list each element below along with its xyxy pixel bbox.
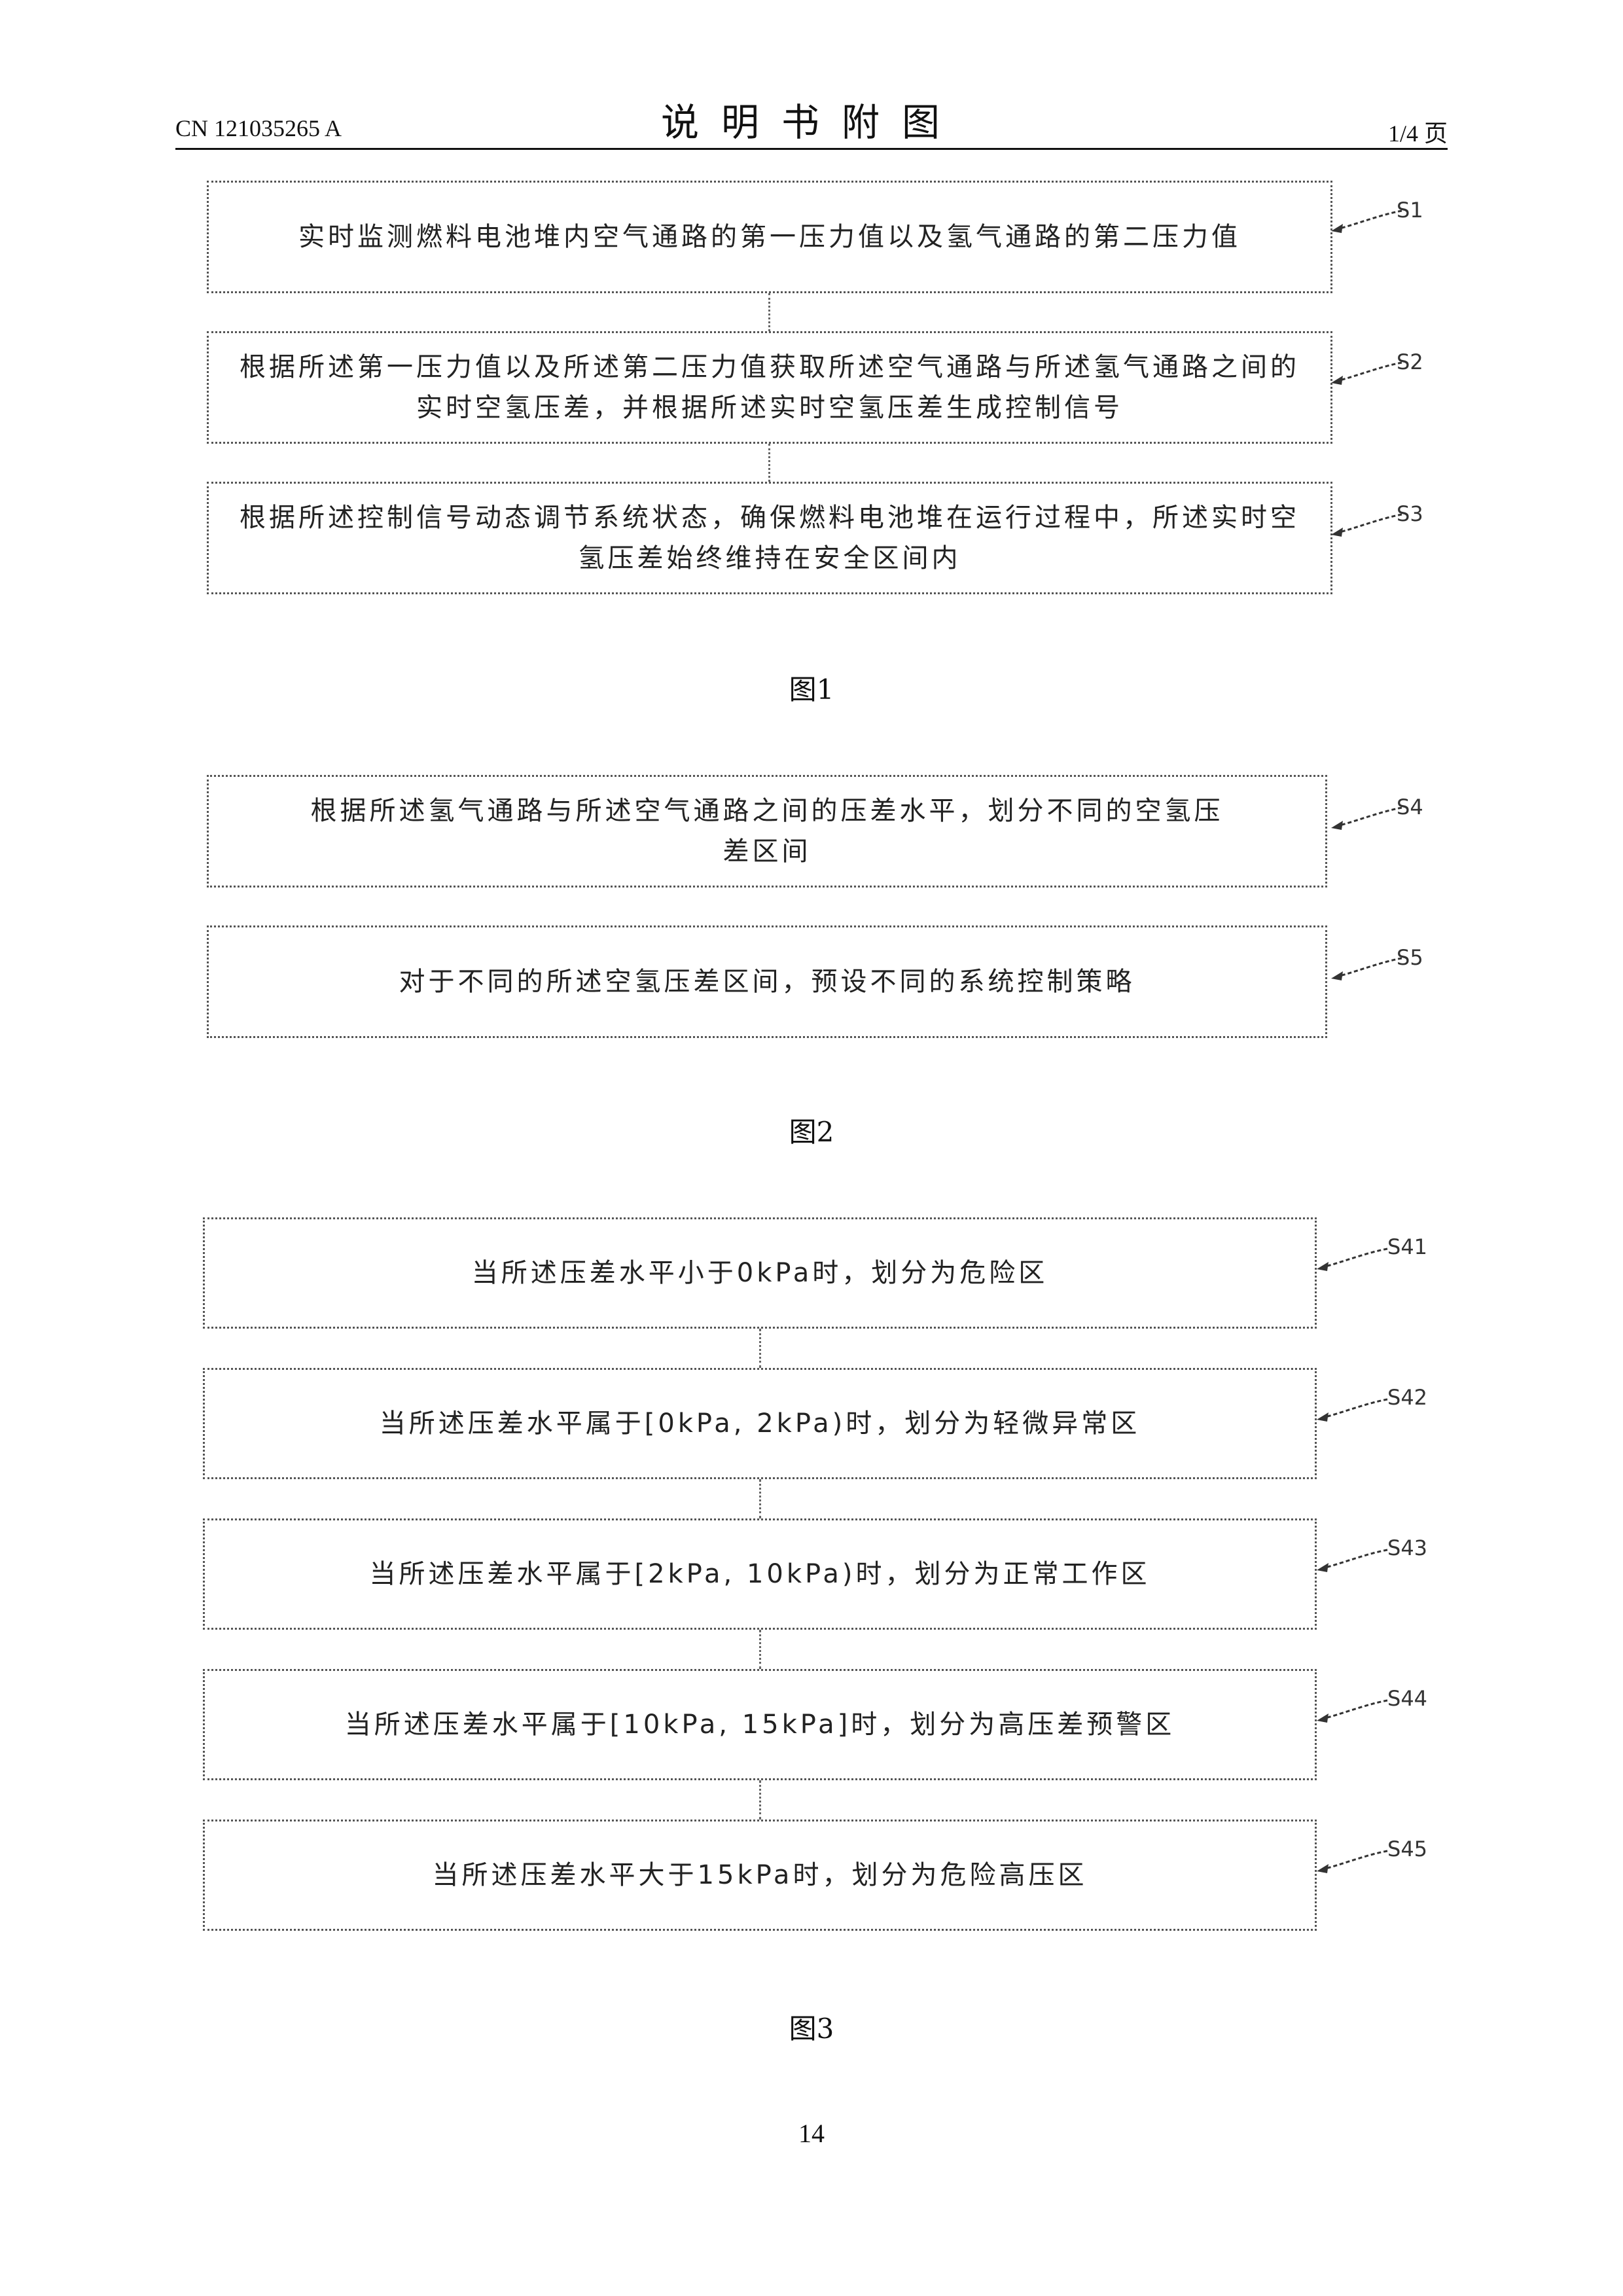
step-box-s41: 当所述压差水平小于0kPa时，划分为危险区 <box>203 1217 1317 1329</box>
step-text-s1: 实时监测燃料电池堆内空气通路的第一压力值以及氢气通路的第二压力值 <box>298 217 1241 257</box>
step-box-s4: 根据所述氢气通路与所述空气通路之间的压差水平，划分不同的空氢压差区间 <box>207 775 1327 888</box>
arrow-s2 <box>1329 360 1414 386</box>
step-text-s2: 根据所述第一压力值以及所述第二压力值获取所述空气通路与所述氢气通路之间的实时空氢… <box>227 347 1312 428</box>
connector-s42-s43 <box>759 1479 761 1518</box>
arrow-s4 <box>1329 805 1414 831</box>
arrow-s1 <box>1329 208 1414 234</box>
arrow-s45 <box>1314 1848 1399 1874</box>
step-box-s45: 当所述压差水平大于15kPa时，划分为危险高压区 <box>203 1820 1317 1931</box>
step-box-s44: 当所述压差水平属于[10kPa, 15kPa]时，划分为高压差预警区 <box>203 1669 1317 1780</box>
step-box-s42: 当所述压差水平属于[0kPa, 2kPa)时，划分为轻微异常区 <box>203 1368 1317 1479</box>
step-text-s44: 当所述压差水平属于[10kPa, 15kPa]时，划分为高压差预警区 <box>345 1704 1175 1745</box>
figure-2-caption: 图2 <box>0 1110 1623 1150</box>
arrow-s42 <box>1314 1397 1399 1423</box>
page-indicator: 1/4 页 <box>1388 115 1448 149</box>
connector-s1-s2 <box>768 293 770 331</box>
header-rule <box>175 148 1448 150</box>
arrow-s43 <box>1314 1547 1399 1573</box>
figure-3-caption: 图3 <box>0 2007 1623 2047</box>
step-text-s5: 对于不同的所述空氢压差区间，预设不同的系统控制策略 <box>399 961 1135 1002</box>
page-title: 说明书附图 <box>0 92 1623 147</box>
step-box-s5: 对于不同的所述空氢压差区间，预设不同的系统控制策略 <box>207 925 1327 1038</box>
arrow-s41 <box>1314 1246 1399 1272</box>
step-text-s41: 当所述压差水平小于0kPa时，划分为危险区 <box>472 1253 1048 1293</box>
arrow-s3 <box>1329 512 1414 538</box>
step-box-s1: 实时监测燃料电池堆内空气通路的第一压力值以及氢气通路的第二压力值 <box>207 181 1332 293</box>
figure-1-caption: 图1 <box>0 668 1623 708</box>
connector-s41-s42 <box>759 1329 761 1368</box>
step-text-s43: 当所述压差水平属于[2kPa, 10kPa)时，划分为正常工作区 <box>370 1554 1150 1594</box>
step-text-s42: 当所述压差水平属于[0kPa, 2kPa)时，划分为轻微异常区 <box>380 1403 1141 1444</box>
connector-s2-s3 <box>768 444 770 482</box>
step-box-s3: 根据所述控制信号动态调节系统状态，确保燃料电池堆在运行过程中，所述实时空氢压差始… <box>207 482 1332 594</box>
step-text-s45: 当所述压差水平大于15kPa时，划分为危险高压区 <box>433 1855 1088 1895</box>
step-text-s4: 根据所述氢气通路与所述空气通路之间的压差水平，划分不同的空氢压差区间 <box>227 791 1307 872</box>
step-text-s3: 根据所述控制信号动态调节系统状态，确保燃料电池堆在运行过程中，所述实时空氢压差始… <box>227 497 1312 579</box>
connector-s44-s45 <box>759 1780 761 1820</box>
step-box-s43: 当所述压差水平属于[2kPa, 10kPa)时，划分为正常工作区 <box>203 1518 1317 1630</box>
arrow-s5 <box>1329 956 1414 982</box>
step-box-s2: 根据所述第一压力值以及所述第二压力值获取所述空气通路与所述氢气通路之间的实时空氢… <box>207 331 1332 444</box>
arrow-s44 <box>1314 1698 1399 1724</box>
connector-s43-s44 <box>759 1630 761 1669</box>
page-number: 14 <box>0 2118 1623 2149</box>
